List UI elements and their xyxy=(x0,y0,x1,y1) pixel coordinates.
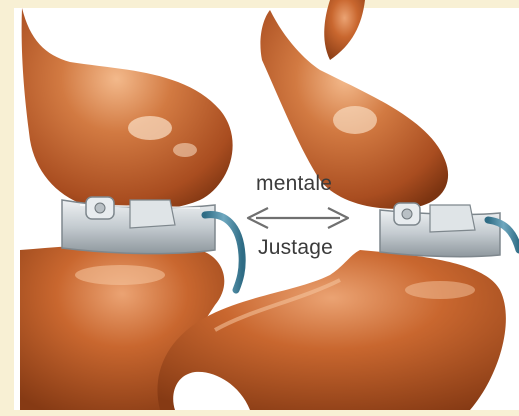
label-mentale: mentale xyxy=(256,172,332,196)
label-justage: Justage xyxy=(258,236,333,260)
double-headed-arrow-icon xyxy=(248,208,348,228)
